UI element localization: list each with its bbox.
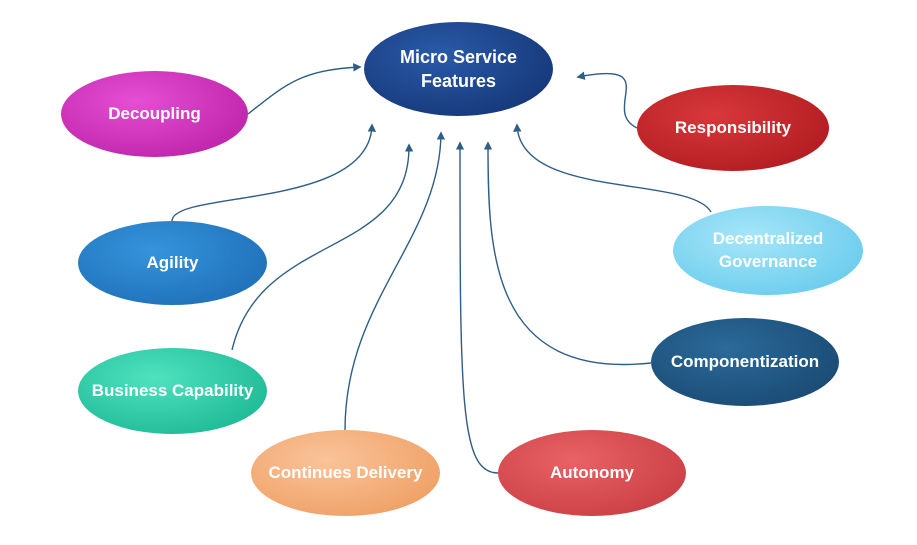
edge-business-capability <box>231 143 414 351</box>
node-decentralized-governance: Decentralized Governance <box>673 206 863 295</box>
node-business-capability: Business Capability <box>78 348 267 434</box>
node-responsibility-label: Responsibility <box>674 117 792 137</box>
node-agility: Agility <box>78 221 267 305</box>
node-autonomy-label: Autonomy <box>549 462 635 482</box>
node-decentralized-line2: Governance <box>718 251 818 271</box>
node-decentralized-line1: Decentralized <box>712 228 824 248</box>
node-continues-delivery: Continues Delivery <box>251 430 440 516</box>
node-business-capability-label: Business Capability <box>91 380 254 400</box>
edge-agility <box>171 123 377 222</box>
edge-continues-delivery <box>344 131 446 431</box>
node-autonomy: Autonomy <box>498 430 686 516</box>
node-componentization: Componentization <box>651 318 839 406</box>
edge-decentralized-governance <box>513 123 712 213</box>
edge-decoupling <box>247 63 362 115</box>
center-title-line2: Features <box>420 71 497 91</box>
node-micro-service-features: Micro Service Features <box>364 22 553 116</box>
edge-componentization <box>483 141 652 366</box>
edge-responsibility <box>576 71 638 129</box>
node-agility-label: Agility <box>146 252 199 272</box>
node-responsibility: Responsibility <box>637 85 829 171</box>
node-continues-delivery-label: Continues Delivery <box>268 462 423 482</box>
node-componentization-label: Componentization <box>670 351 820 371</box>
edge-autonomy <box>455 141 499 474</box>
node-decoupling-label: Decoupling <box>108 103 201 123</box>
node-decoupling: Decoupling <box>61 71 248 157</box>
center-title-line1: Micro Service <box>399 46 518 67</box>
